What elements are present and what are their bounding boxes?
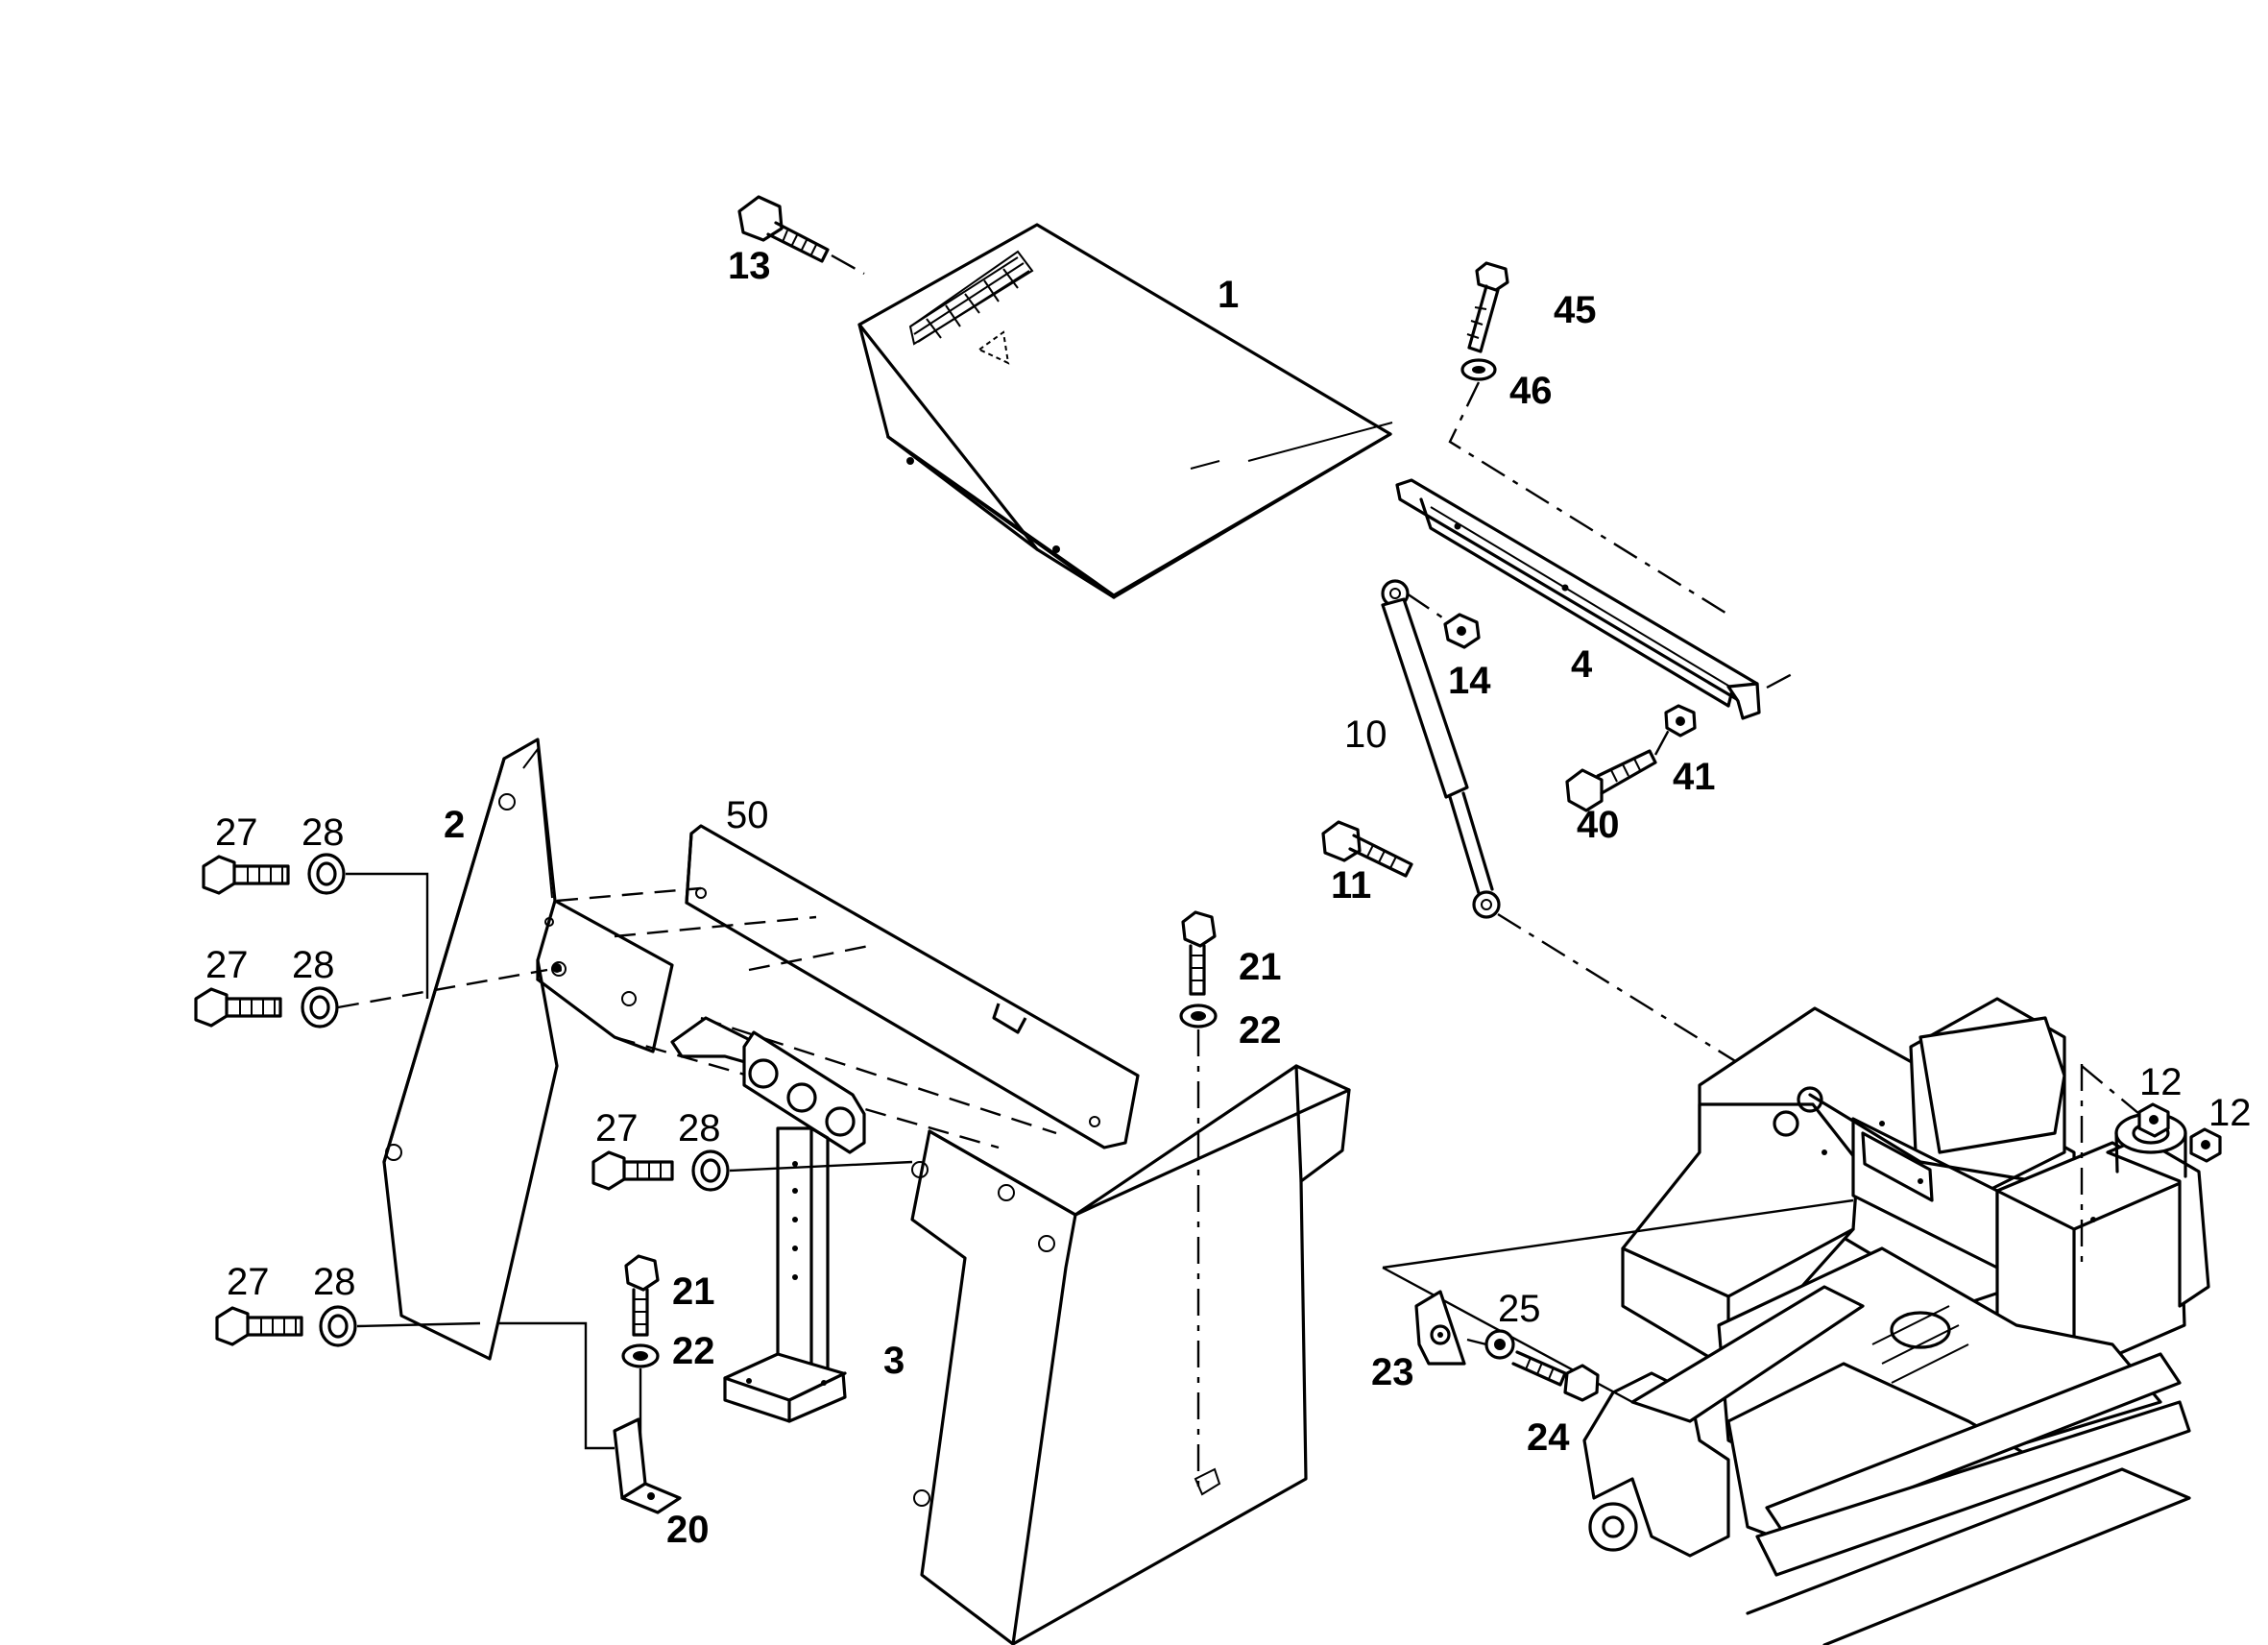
bolt-21-bottom	[624, 1254, 660, 1337]
washer-46	[1460, 358, 1497, 381]
callout-21-top: 21	[1239, 946, 1282, 988]
callout-45: 45	[1554, 289, 1597, 331]
bolt-27-row4	[215, 1306, 303, 1346]
bolt-40	[1565, 749, 1657, 812]
callout-28-row3: 28	[678, 1107, 721, 1149]
callout-25: 25	[1498, 1288, 1541, 1330]
callout-28-row2: 28	[292, 944, 335, 986]
callout-4: 4	[1571, 643, 1593, 686]
callout-23: 23	[1371, 1351, 1414, 1393]
part-2-left-panel	[382, 738, 674, 1361]
callout-3: 3	[883, 1340, 905, 1382]
callout-27-row1: 27	[215, 811, 258, 854]
callout-40: 40	[1577, 804, 1620, 846]
part-3-right-box	[910, 1064, 1351, 1645]
callout-24: 24	[1527, 1416, 1570, 1459]
washer-28-row3	[691, 1149, 730, 1192]
callout-11: 11	[1331, 864, 1371, 907]
bolt-24	[1511, 1350, 1600, 1402]
callout-28-row1: 28	[302, 811, 345, 854]
callout-50: 50	[726, 794, 769, 836]
part-50-rail-plate	[685, 824, 1140, 1149]
bracket-23	[1414, 1290, 1466, 1366]
washer-22-bottom	[621, 1343, 660, 1368]
vent-slots	[908, 250, 1034, 346]
callout-1: 1	[1218, 274, 1239, 316]
callout-12-b: 12	[2208, 1092, 2252, 1134]
callout-2: 2	[444, 804, 465, 846]
bolt-21-top	[1181, 910, 1217, 996]
callout-22-top: 22	[1239, 1009, 1282, 1052]
washer-25	[1484, 1329, 1515, 1360]
nut-41	[1664, 704, 1697, 738]
part-4-hinge-bracket	[1395, 478, 1761, 720]
callout-46: 46	[1509, 370, 1553, 412]
callout-41: 41	[1673, 756, 1716, 798]
washer-28-row4	[319, 1305, 357, 1347]
bracket-20	[613, 1417, 682, 1514]
callout-27-row4: 27	[227, 1261, 270, 1303]
callout-22-bottom: 22	[672, 1330, 715, 1372]
bolt-13	[737, 195, 830, 263]
bolt-11	[1321, 820, 1413, 878]
callout-12-a: 12	[2139, 1061, 2183, 1103]
nut-14	[1443, 613, 1481, 649]
callout-21-bottom: 21	[672, 1270, 715, 1313]
nut-12-b	[2189, 1127, 2222, 1163]
support-stand	[670, 1016, 866, 1423]
callout-27-row2: 27	[205, 944, 249, 986]
washer-28-row1	[307, 853, 346, 895]
bolt-45	[1466, 261, 1509, 353]
nut-12-a	[2137, 1102, 2170, 1138]
washer-28-row2	[301, 986, 339, 1028]
callout-20: 20	[666, 1509, 710, 1551]
callout-10: 10	[1344, 714, 1387, 756]
callout-13: 13	[728, 245, 771, 287]
bolt-27-row2	[194, 987, 282, 1028]
chassis-assembly	[1582, 997, 2210, 1645]
washer-22-top	[1179, 1004, 1218, 1028]
part-10-gas-spring	[1381, 579, 1501, 919]
part-1-cover	[857, 223, 1393, 599]
bolt-27-row3	[591, 1150, 674, 1191]
callout-labels: 13 1 45 46 14 4 10 41 40 11 27 28 2 50 2…	[205, 245, 2252, 1551]
callout-27-row3: 27	[595, 1107, 639, 1149]
callout-14: 14	[1448, 660, 1491, 702]
callout-28-row4: 28	[313, 1261, 356, 1303]
bolt-27-row1	[202, 855, 290, 895]
